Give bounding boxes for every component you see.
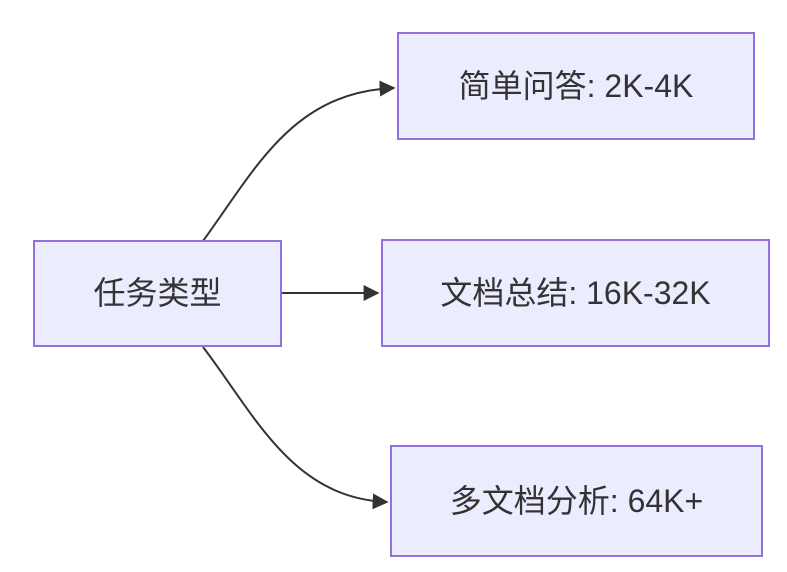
node-simple-qa: 简单问答: 2K-4K bbox=[397, 32, 755, 140]
node-multidoc-analysis: 多文档分析: 64K+ bbox=[390, 445, 763, 557]
node-task-type: 任务类型 bbox=[33, 240, 282, 347]
node-task-type-label: 任务类型 bbox=[93, 275, 222, 312]
node-simple-qa-label: 简单问答: 2K-4K bbox=[458, 67, 694, 104]
edge-root-to-multidoc bbox=[202, 346, 389, 510]
node-doc-summary-label: 文档总结: 16K-32K bbox=[440, 274, 711, 311]
edge-root-to-simple-qa bbox=[202, 80, 396, 242]
node-multidoc-analysis-label: 多文档分析: 64K+ bbox=[449, 482, 704, 519]
node-doc-summary: 文档总结: 16K-32K bbox=[381, 239, 770, 347]
